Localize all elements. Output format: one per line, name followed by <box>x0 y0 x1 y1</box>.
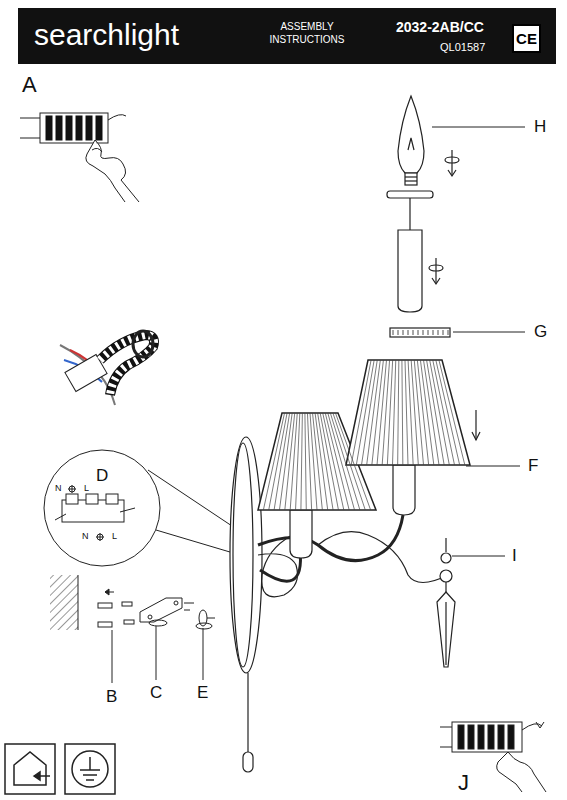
terminal-block-hand <box>20 113 139 202</box>
part-letter: C <box>150 684 162 701</box>
ce-mark: CE <box>512 24 541 53</box>
part-letter: I <box>512 547 517 564</box>
wall-light <box>230 360 470 772</box>
document-title: ASSEMBLY INSTRUCTIONS <box>262 20 352 46</box>
part-letter: E <box>197 684 208 701</box>
model-number: 2032-2AB/CC <box>396 20 484 34</box>
leader-lines <box>432 127 525 556</box>
wall-bracket <box>50 575 215 683</box>
step-letter: A <box>22 74 37 96</box>
connection-inset <box>44 450 240 566</box>
terminal-label: N <box>82 532 89 541</box>
header-bar <box>18 8 556 64</box>
reference-code: QL01587 <box>440 42 485 53</box>
terminal-label: L <box>84 484 89 493</box>
class-symbols <box>5 744 115 794</box>
part-letter: F <box>528 457 538 474</box>
bulb-sleeve <box>387 96 480 440</box>
part-letter: D <box>96 467 108 484</box>
step-letter: J <box>458 772 469 794</box>
part-letter: H <box>534 118 546 135</box>
terminal-block-hand <box>440 722 546 792</box>
striped-cable <box>60 331 154 405</box>
part-letter: B <box>106 688 117 705</box>
terminal-label: L <box>112 532 117 541</box>
part-letter: G <box>534 323 547 340</box>
ce-text: CE <box>516 31 537 46</box>
brand-logo: searchlight <box>34 20 179 50</box>
terminal-label: N <box>55 484 62 493</box>
